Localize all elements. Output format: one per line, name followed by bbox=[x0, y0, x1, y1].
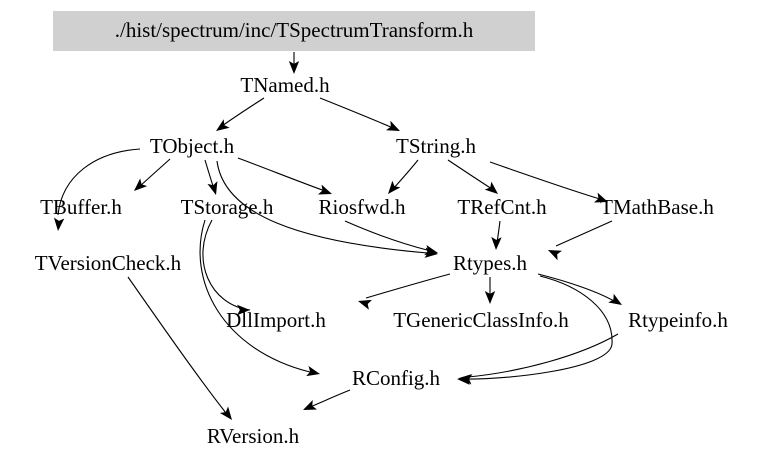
node-rtypeinfo[interactable]: Rtypeinfo.h bbox=[628, 308, 728, 332]
arrowhead-icon bbox=[303, 399, 317, 410]
arrowhead-icon bbox=[134, 178, 148, 191]
edge-line bbox=[489, 161, 601, 200]
node-label: RConfig.h bbox=[352, 366, 441, 390]
edge-line bbox=[344, 220, 428, 251]
edge-line bbox=[365, 273, 451, 299]
node-label: TStorage.h bbox=[181, 195, 274, 219]
node-rtypes[interactable]: Rtypes.h bbox=[453, 251, 528, 275]
node-label: TGenericClassInfo.h bbox=[393, 308, 569, 332]
node-label: TRefCnt.h bbox=[457, 195, 547, 219]
edge-tstring-to-riosfwd bbox=[388, 159, 419, 194]
node-label: DllImport.h bbox=[226, 308, 326, 332]
edge-line bbox=[139, 158, 171, 187]
node-label: TString.h bbox=[396, 134, 476, 158]
edge-line bbox=[555, 220, 613, 247]
arrowhead-icon bbox=[459, 374, 473, 385]
arrowhead-icon bbox=[484, 181, 498, 194]
edge-line bbox=[127, 276, 227, 414]
arrowhead-icon bbox=[306, 366, 320, 377]
node-tobject[interactable]: TObject.h bbox=[150, 134, 235, 158]
edge-rtypes-to-dllimport bbox=[358, 273, 451, 310]
edge-line bbox=[216, 160, 429, 254]
edge-line bbox=[199, 219, 311, 373]
nodes-layer: ./hist/spectrum/inc/TSpectrumTransform.h… bbox=[35, 11, 728, 448]
node-riosfwd[interactable]: Riosfwd.h bbox=[319, 195, 406, 219]
node-label: ./hist/spectrum/inc/TSpectrumTransform.h bbox=[115, 18, 474, 42]
node-label: TBuffer.h bbox=[40, 195, 122, 219]
arrowhead-icon bbox=[318, 184, 332, 195]
edge-rtypes-to-rtypeinfo bbox=[537, 273, 622, 305]
edge-tobject-to-riosfwd bbox=[237, 157, 332, 195]
edge-line bbox=[319, 97, 394, 129]
edge-tobject-to-tstorage bbox=[204, 159, 218, 195]
arrowhead-icon bbox=[388, 180, 401, 194]
node-label: TNamed.h bbox=[240, 73, 330, 97]
edge-tstorage-to-rtypes bbox=[202, 219, 251, 316]
edge-line bbox=[309, 389, 351, 408]
edge-riosfwd-to-rtypes bbox=[344, 220, 438, 256]
edge-tstring-to-tmathbase bbox=[489, 161, 608, 203]
arrowhead-icon bbox=[216, 119, 230, 131]
edge-line bbox=[57, 148, 141, 216]
edge-tobject-to-tbuffer bbox=[134, 158, 171, 191]
node-label: TObject.h bbox=[150, 134, 235, 158]
node-label: Rtypes.h bbox=[453, 251, 528, 275]
edge-tversion-to-rversion bbox=[127, 276, 232, 420]
edge-tmathbase-to-rtypes bbox=[548, 220, 613, 261]
edge-rconfig-to-rversion bbox=[303, 389, 351, 410]
arrowhead-icon bbox=[207, 181, 218, 195]
node-label: TVersionCheck.h bbox=[35, 251, 182, 275]
node-label: RVersion.h bbox=[207, 424, 300, 448]
node-rversion[interactable]: RVersion.h bbox=[207, 424, 300, 448]
arrowhead-icon bbox=[358, 299, 372, 310]
node-tmathbase[interactable]: TMathBase.h bbox=[600, 195, 714, 219]
node-tgeneric[interactable]: TGenericClassInfo.h bbox=[393, 308, 569, 332]
edge-tobject-to-tversion bbox=[53, 148, 141, 231]
edge-line bbox=[537, 273, 615, 302]
edge-rtypeinfo-to-rconfig bbox=[459, 333, 619, 385]
edge-line bbox=[202, 219, 251, 311]
arrowhead-icon bbox=[424, 245, 438, 256]
edge-line bbox=[392, 159, 419, 190]
node-tstorage[interactable]: TStorage.h bbox=[181, 195, 274, 219]
edge-line bbox=[221, 97, 265, 127]
arrowhead-icon bbox=[484, 291, 496, 304]
node-tbuffer[interactable]: TBuffer.h bbox=[40, 195, 122, 219]
edge-line bbox=[467, 333, 619, 378]
edges-layer bbox=[53, 51, 622, 420]
arrowhead-icon bbox=[237, 304, 250, 316]
arrowhead-icon bbox=[288, 61, 300, 74]
node-background bbox=[53, 11, 535, 51]
arrowhead-icon bbox=[608, 293, 622, 305]
edge-line bbox=[237, 157, 326, 192]
arrowhead-icon bbox=[53, 217, 65, 231]
edge-line bbox=[464, 275, 613, 380]
node-root[interactable]: ./hist/spectrum/inc/TSpectrumTransform.h bbox=[53, 11, 535, 51]
node-tstring[interactable]: TString.h bbox=[396, 134, 476, 158]
arrowhead-icon bbox=[491, 236, 502, 250]
edge-tnamed-to-tstring bbox=[319, 97, 400, 131]
edge-rtypes-to-tgeneric bbox=[484, 277, 496, 304]
node-trefcnt[interactable]: TRefCnt.h bbox=[457, 195, 547, 219]
node-label: Riosfwd.h bbox=[319, 195, 406, 219]
node-dllimport[interactable]: DllImport.h bbox=[226, 308, 326, 332]
edge-line bbox=[447, 159, 493, 190]
edge-tstorage-to-rconfig bbox=[199, 219, 320, 377]
arrowhead-icon bbox=[386, 120, 400, 131]
node-label: Rtypeinfo.h bbox=[628, 308, 728, 332]
edge-tnamed-to-tobject bbox=[216, 97, 265, 131]
edge-root-to-tnamed bbox=[288, 51, 300, 74]
arrowhead-icon bbox=[548, 250, 562, 261]
arrowhead-icon bbox=[219, 406, 232, 420]
node-rconfig[interactable]: RConfig.h bbox=[352, 366, 441, 390]
edge-trefcnt-to-rtypes bbox=[491, 220, 502, 250]
node-tversion[interactable]: TVersionCheck.h bbox=[35, 251, 182, 275]
node-tnamed[interactable]: TNamed.h bbox=[240, 73, 330, 97]
edge-tstring-to-trefcnt bbox=[447, 159, 498, 194]
node-label: TMathBase.h bbox=[600, 195, 714, 219]
arrowhead-icon bbox=[594, 192, 608, 203]
